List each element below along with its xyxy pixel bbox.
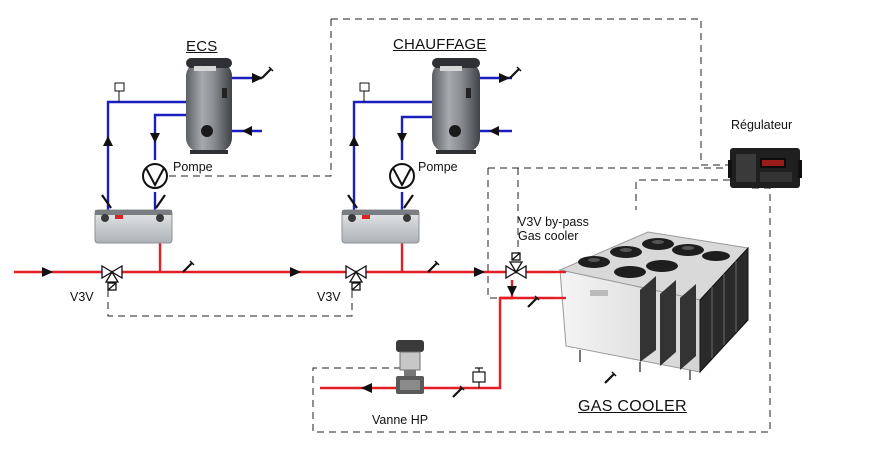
expansion-valve-icon xyxy=(396,340,424,394)
hp-valve-label: Vanne HP xyxy=(372,413,429,427)
plate-heat-exchanger-icon xyxy=(94,209,173,244)
bypass-valve-label-line2: Gas cooler xyxy=(518,229,579,244)
three-way-valve-icon xyxy=(345,264,367,291)
pump-icon xyxy=(389,163,415,189)
v3v-label-chauffage: V3V xyxy=(317,290,341,304)
regulator-label: Régulateur xyxy=(731,118,793,132)
temperature-sensor-icon xyxy=(101,194,414,209)
flow-arrow-icon xyxy=(103,73,510,146)
pressure-sensor-icon xyxy=(472,367,486,388)
bypass-valve-label: V3V by-pass Gas cooler xyxy=(518,215,589,244)
pump-label-chauffage: Pompe xyxy=(418,160,458,174)
gas-cooler-unit xyxy=(558,231,750,380)
gas-cooler-connection xyxy=(555,270,566,300)
controller-icon xyxy=(728,148,802,188)
ecs-title: ECS xyxy=(186,38,218,55)
sensor-box xyxy=(359,82,370,92)
three-way-valve-icon xyxy=(505,252,527,280)
sensor-box xyxy=(114,82,125,92)
plate-heat-exchanger-icon xyxy=(341,209,420,244)
flow-arrow-icon xyxy=(42,267,485,393)
hot-water-circuit xyxy=(14,243,555,390)
ecs-secondary-circuit xyxy=(106,76,262,210)
v3v-label-ecs: V3V xyxy=(70,290,94,304)
flow-arrow-icon xyxy=(507,286,517,296)
pump-label-ecs: Pompe xyxy=(173,160,213,174)
gas-cooler-title: GAS COOLER xyxy=(578,398,687,415)
three-way-valve-icon xyxy=(101,264,123,291)
bypass-valve-label-line1: V3V by-pass xyxy=(518,215,589,229)
chauffage-title: CHAUFFAGE xyxy=(393,36,487,53)
hot-water-tank-icon xyxy=(186,58,232,154)
hot-water-tank-icon xyxy=(432,58,480,154)
pump-icon xyxy=(142,163,168,189)
